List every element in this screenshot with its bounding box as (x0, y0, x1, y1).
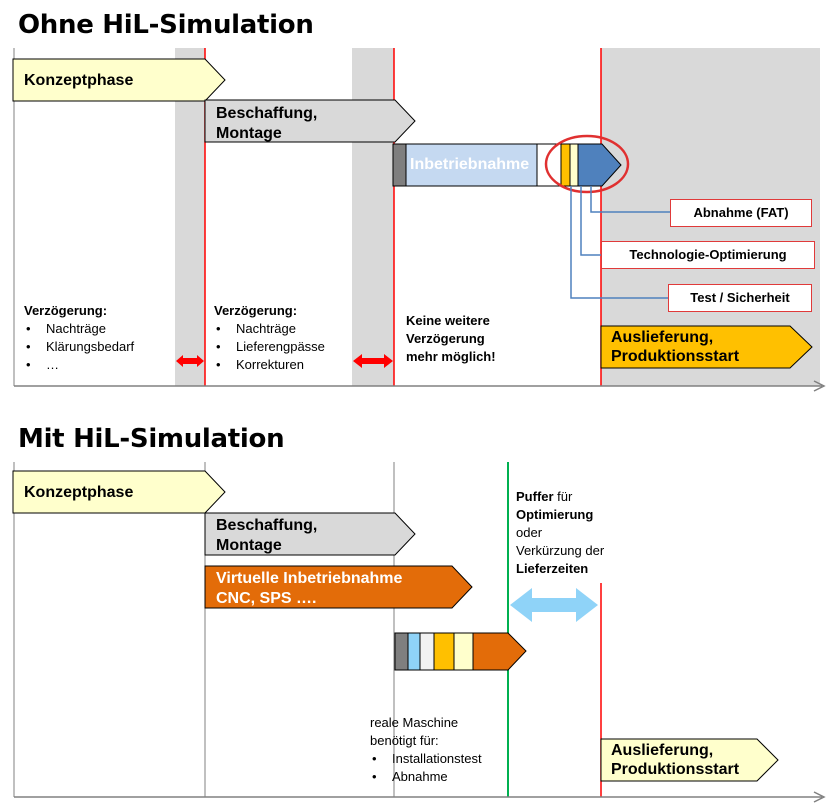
delay2-item: Nachträge (214, 320, 325, 338)
delay1-heading: Verzögerung: (24, 303, 108, 318)
reale-item: Abnahme (370, 768, 482, 786)
delay1-item: Klärungsbedarf (24, 338, 134, 356)
puffer-line-1: Puffer für (516, 488, 572, 506)
beschaffung-label-top-2: Montage (216, 125, 282, 142)
title-top: Ohne HiL-Simulation (18, 10, 314, 40)
delay-arrow-1 (176, 355, 204, 367)
time-axis-top-arrowhead (813, 380, 826, 392)
beschaffung-arrow-top (204, 99, 416, 143)
highlight-ellipse (544, 134, 630, 194)
real-orange-tip (472, 632, 527, 671)
time-axis-bottom-arrowhead (813, 791, 826, 803)
konzept-label-bottom: Konzeptphase (24, 484, 134, 501)
inbetrieb-label: Inbetriebnahme (410, 156, 530, 173)
konzept-label-top: Konzeptphase (24, 72, 134, 89)
real-blue-block (407, 632, 421, 671)
delay-band-1 (175, 48, 205, 386)
beschaffung-label-bottom-2: Montage (216, 537, 282, 554)
connector-test (570, 186, 668, 299)
auslieferung-arrow-bottom (600, 738, 779, 782)
delay1-item: … (24, 356, 134, 374)
virtuelle-label-1: Virtuelle Inbetriebnahme (216, 570, 403, 587)
real-gray-block (394, 632, 409, 671)
box-technologie: Technologie-Optimierung (601, 241, 815, 269)
auslieferung-label-bottom-2: Produktionsstart (611, 761, 740, 778)
inbetrieb-cream-block (569, 143, 579, 187)
reale-item: Installationstest (370, 750, 482, 768)
beschaffung-arrow-bottom (204, 512, 416, 556)
auslieferung-label-top-1: Auslieferung, (611, 329, 714, 346)
reale-line-2: benötigt für: (370, 733, 439, 748)
puffer-arrow (510, 588, 598, 622)
delay2-list: Nachträge Lieferengpässe Korrekturen (214, 320, 325, 374)
delay2-heading: Verzögerung: (214, 303, 298, 318)
inbetrieb-gray-block (392, 143, 407, 187)
delay1-list: Nachträge Klärungsbedarf … (24, 320, 134, 374)
box-test: Test / Sicherheit (668, 284, 812, 312)
delay-band-2 (352, 48, 394, 386)
delay2-item: Korrekturen (214, 356, 325, 374)
puffer-rest: für (553, 489, 573, 504)
puffer-bold: Puffer (516, 489, 554, 504)
delay-arrow-2 (353, 354, 393, 368)
puffer-line-2: Optimierung (516, 507, 594, 522)
inbetrieb-white-block (536, 143, 562, 187)
real-cream-block (453, 632, 474, 671)
beschaffung-label-bottom-1: Beschaffung, (216, 517, 318, 534)
inbetrieb-gold-block (560, 143, 571, 187)
inbetrieb-bar (405, 143, 538, 187)
beschaffung-label-top-1: Beschaffung, (216, 105, 318, 122)
nodelay-line-2: Verzögerung (406, 331, 485, 346)
reale-line-1: reale Maschine (370, 715, 459, 730)
auslieferung-label-bottom-1: Auslieferung, (611, 742, 714, 759)
real-white-block (419, 632, 435, 671)
box-abnahme: Abnahme (FAT) (670, 199, 812, 227)
konzept-arrow-top (12, 58, 226, 102)
delay2-item: Lieferengpässe (214, 338, 325, 356)
delay1-item: Nachträge (24, 320, 134, 338)
reale-list: Installationstest Abnahme (370, 750, 482, 786)
konzept-arrow-bottom (12, 470, 226, 514)
connector-abnahme (590, 186, 670, 213)
inbetrieb-blue-tip (577, 143, 622, 187)
nodelay-line-3: mehr möglich! (406, 349, 496, 364)
auslieferung-label-top-2: Produktionsstart (611, 348, 740, 365)
puffer-line-3: oder (516, 525, 543, 540)
puffer-line-4: Verkürzung der (516, 543, 605, 558)
virtuelle-label-2: CNC, SPS …. (216, 590, 317, 607)
title-bottom: Mit HiL-Simulation (18, 424, 285, 454)
real-gold-block (433, 632, 455, 671)
connector-technologie (580, 186, 601, 256)
virtuelle-arrow (204, 565, 473, 609)
auslieferung-arrow-top (600, 325, 813, 369)
nodelay-line-1: Keine weitere (406, 313, 490, 328)
puffer-line-5: Lieferzeiten (516, 561, 589, 576)
